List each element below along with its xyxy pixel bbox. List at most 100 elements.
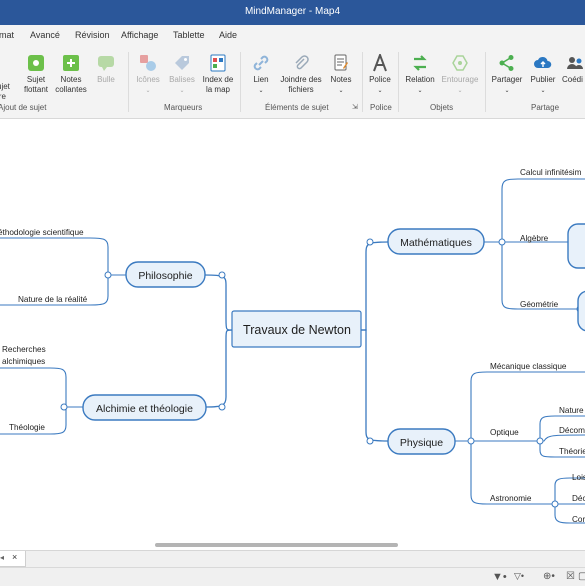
connector-alchimie — [205, 329, 233, 408]
joindre-label: Joindre des fichiers — [280, 75, 322, 94]
lien-button[interactable]: Lien ⌄ — [248, 54, 274, 96]
chevron-down-icon: ⌄ — [504, 88, 510, 94]
fit-map-icon[interactable]: ☒ — [566, 571, 575, 582]
ribbon-separator — [398, 52, 399, 112]
connector-mecanique — [455, 371, 585, 442]
menu-revision[interactable]: Révision — [75, 30, 110, 40]
publier-button[interactable]: Publier ⌄ — [528, 54, 558, 96]
chevron-down-icon: ⌄ — [258, 88, 264, 94]
menu-aide[interactable]: Aide — [219, 30, 238, 40]
tag-icon — [175, 56, 189, 70]
ribbon-separator — [240, 52, 241, 112]
menu-avance[interactable]: Avancé — [30, 30, 60, 40]
collapse-toggle[interactable] — [366, 437, 374, 445]
filter-icon[interactable]: ▼• — [492, 571, 507, 583]
subtopic-recherches-line1[interactable]: Recherches — [2, 345, 46, 354]
subtopic-nature-realite[interactable]: Nature de la réalité — [18, 295, 88, 304]
algebre-child-topic[interactable] — [567, 223, 585, 269]
document-tab-bar: ◂ × — [0, 550, 585, 567]
menu-format[interactable]: mat — [0, 30, 15, 40]
topic-mathematiques[interactable] — [387, 228, 485, 255]
subtopic-methodologie[interactable]: éthodologie scientifique — [0, 228, 84, 237]
collapse-toggle[interactable] — [366, 238, 374, 246]
subtopic-astronomie[interactable]: Astronomie — [490, 494, 532, 503]
partager-label: Partager — [491, 75, 523, 84]
group-objets: Objets — [430, 103, 454, 112]
central-topic[interactable] — [231, 310, 362, 348]
publier-label: Publier — [530, 75, 556, 84]
collapse-toggle[interactable] — [498, 238, 506, 246]
icons-icon — [140, 55, 156, 71]
relation-button[interactable]: Relation ⌄ — [403, 54, 437, 96]
joindre-button[interactable]: Joindre des fichiers — [279, 54, 323, 95]
connector-decom — [540, 434, 585, 442]
collapse-toggle[interactable] — [551, 500, 559, 508]
collapse-toggle[interactable] — [218, 403, 226, 411]
connector-methodologie — [0, 237, 126, 276]
partager-button[interactable]: Partager ⌄ — [490, 54, 524, 96]
lien-label: Lien — [253, 75, 269, 84]
zoom-icon[interactable]: ⊕• — [543, 571, 555, 582]
coediter-button[interactable]: Coédi — [562, 54, 585, 85]
bulle-button[interactable]: Bulle — [94, 54, 118, 85]
icones-label: Icônes — [136, 75, 160, 84]
collapse-toggle[interactable] — [536, 437, 544, 445]
notes-icon — [334, 54, 348, 71]
floating-topic-icon — [28, 55, 44, 71]
subtopic-theorie[interactable]: Théorie — [559, 447, 585, 456]
police-button[interactable]: Police ⌄ — [366, 54, 394, 96]
mind-map: Travaux de Newton Philosophie Alchimie e… — [0, 168, 585, 524]
subtopic-lois[interactable]: Lois — [572, 473, 585, 482]
topic-philosophie[interactable] — [125, 261, 206, 288]
connector-theorie — [539, 441, 585, 458]
subtopic-theologie[interactable]: Théologie — [9, 423, 45, 432]
entourage-label: Entourage — [441, 75, 479, 84]
notes-button[interactable]: Notes ⌄ — [327, 54, 355, 96]
boundary-icon — [452, 55, 468, 71]
collapse-toggle[interactable] — [60, 403, 68, 411]
subtopic-mecanique[interactable]: Mécanique classique — [490, 362, 567, 371]
paperclip-icon — [295, 55, 309, 70]
icones-button[interactable]: Icônes ⌄ — [134, 54, 162, 96]
topic-physique-label: Physique — [400, 437, 443, 449]
balises-button[interactable]: Balises ⌄ — [167, 54, 197, 96]
group-marqueurs: Marqueurs — [164, 103, 203, 112]
chevron-down-icon: ⌄ — [338, 88, 344, 94]
connector-calcul — [484, 178, 585, 243]
horizontal-scrollbar[interactable] — [155, 543, 398, 547]
subtopic-nature[interactable]: Nature — [559, 406, 584, 415]
subtopic-decom[interactable]: Décom — [559, 426, 585, 435]
bulle-label: Bulle — [97, 75, 115, 84]
ribbon: ujet ire Sujet flottant Notes collantes … — [0, 46, 585, 119]
subtopic-optique[interactable]: Optique — [490, 428, 519, 437]
subtopic-algebre[interactable]: Algèbre — [520, 234, 549, 243]
cloud-upload-icon — [534, 56, 552, 68]
topic-physique[interactable] — [387, 428, 456, 455]
subtopic-cor[interactable]: Cor — [572, 515, 585, 524]
close-tab-icon[interactable]: × — [12, 552, 18, 562]
sujet-enfant-button[interactable]: ujet ire — [0, 82, 15, 102]
collapse-toggle[interactable] — [218, 271, 226, 279]
document-tab[interactable]: ◂ × — [0, 551, 26, 567]
balises-label: Balises — [169, 75, 195, 84]
geometrie-child-topic[interactable] — [577, 290, 585, 332]
ribbon-separator — [128, 52, 129, 112]
collapse-toggle[interactable] — [467, 437, 475, 445]
filter-options-icon[interactable]: ▽• — [514, 571, 525, 581]
sujet-flottant-button[interactable]: Sujet flottant — [20, 54, 52, 95]
notes-collantes-button[interactable]: Notes collantes — [55, 54, 87, 95]
entourage-button[interactable]: Entourage ⌄ — [440, 54, 480, 96]
menu-affichage[interactable]: Affichage — [121, 30, 159, 40]
subtopic-calcul[interactable]: Calcul infinitésim — [520, 168, 582, 177]
window-title: MindManager - Map4 — [244, 6, 341, 17]
map-canvas[interactable]: Travaux de Newton Philosophie Alchimie e… — [0, 119, 585, 539]
group-ajout-de-sujet: Ajout de sujet — [0, 103, 47, 112]
view-icon[interactable]: ▢ — [578, 571, 585, 582]
index-map-button[interactable]: Index de la map — [200, 54, 236, 95]
collapse-toggle[interactable] — [104, 271, 112, 279]
subtopic-dec[interactable]: Déc — [572, 494, 585, 503]
topic-alchimie[interactable] — [82, 394, 207, 421]
subtopic-geometrie[interactable]: Géométrie — [520, 300, 559, 309]
dialog-launcher-icon[interactable]: ⇲ — [352, 104, 358, 111]
menu-tablette[interactable]: Tablette — [173, 30, 205, 40]
